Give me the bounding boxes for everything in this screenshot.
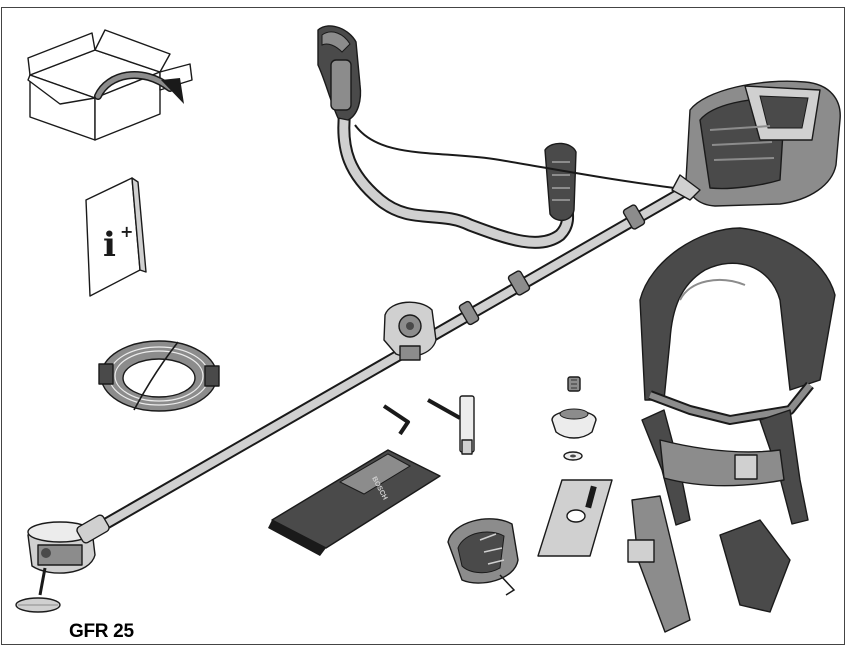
trimmer-shaft — [89, 179, 701, 536]
info-icon-plus: + — [120, 222, 133, 241]
bike-handle — [317, 25, 691, 249]
info-icon-letter: i — [103, 225, 116, 265]
motor-housing — [671, 80, 841, 207]
instruction-booklet-icon: i + — [85, 177, 147, 297]
model-label: GFR 25 — [69, 621, 134, 642]
blade-fastening-parts — [551, 376, 597, 461]
cutting-head — [15, 514, 110, 613]
handle-clamp — [383, 301, 437, 361]
tool-pouch: BOSCH — [268, 449, 441, 556]
cutting-blade — [537, 479, 613, 557]
unpack-arrow-icon — [94, 70, 184, 104]
blade-guard — [447, 518, 519, 596]
trimmer-line-coil — [98, 340, 220, 412]
shoulder-harness — [627, 227, 836, 633]
hex-key-set — [382, 395, 475, 455]
